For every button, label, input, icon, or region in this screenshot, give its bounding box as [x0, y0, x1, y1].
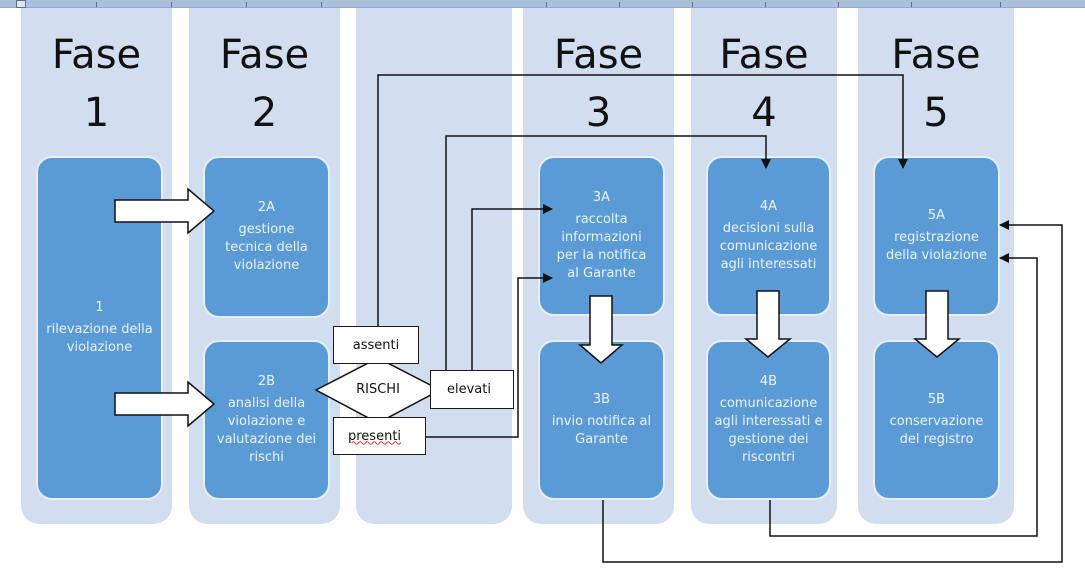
ruler-corner [16, 0, 26, 8]
phase-label: Fase [719, 32, 809, 78]
ruler-tick [321, 2, 322, 7]
outcome-assenti[interactable]: assenti [333, 326, 419, 364]
step-4b[interactable]: 4B comunicazione agli interessati e gest… [706, 340, 831, 500]
step-code: 5B [927, 392, 946, 407]
step-code: 4B [759, 374, 778, 389]
phase-label: Fase [219, 32, 310, 78]
phase-label: Fase [553, 32, 644, 78]
connector-assenti-to-5a [377, 74, 908, 326]
step-text: rilevazione della violazione [46, 322, 153, 355]
phase-number: 2 [251, 90, 278, 136]
step-code: 4A [759, 199, 778, 214]
step-text: invio notifica al Garante [551, 414, 652, 447]
step-text: raccolta informazioni per la notifica al… [556, 212, 647, 281]
step-4a[interactable]: 4A decisioni sulla comunicazione agli in… [706, 156, 831, 316]
step-3b[interactable]: 3B invio notifica al Garante [538, 340, 665, 500]
outcome-label: presenti [348, 428, 402, 444]
step-text: registrazione della violazione [885, 230, 988, 263]
phase-number: 4 [751, 90, 777, 136]
step-code: 2B [257, 374, 276, 389]
block-arrow-3a-to-3b [577, 295, 625, 364]
ruler-tick [546, 2, 547, 7]
step-text: analisi della violazione e valutazione d… [216, 396, 317, 465]
outcome-label: elevati [447, 382, 491, 397]
outcome-presenti[interactable]: presenti [333, 417, 426, 455]
step-text: conservazione del registro [889, 414, 984, 447]
ruler-tick [911, 2, 912, 7]
step-text: decisioni sulla comunicazione agli inter… [719, 221, 818, 272]
ruler-tick [171, 2, 172, 7]
step-text: gestione tecnica della violazione [225, 222, 308, 273]
phase-number: 3 [585, 90, 612, 136]
connector-elevati-to-4a [445, 135, 771, 370]
step-code: 5A [927, 208, 946, 223]
connector-elevati-to-3a [471, 204, 553, 370]
phase-title: Fase 3 [523, 26, 674, 142]
step-code: 2A [257, 200, 276, 215]
ruler-tick [838, 2, 839, 7]
phase-number: 5 [923, 90, 949, 136]
ruler [0, 0, 1085, 8]
step-code: 1 [95, 300, 104, 315]
phase-title: Fase 4 [691, 26, 837, 142]
connector-3b-to-5a [602, 220, 1063, 563]
step-2a[interactable]: 2A gestione tecnica della violazione [203, 156, 330, 318]
phase-title: Fase 2 [189, 26, 340, 142]
decision-label: RISCHI [356, 382, 400, 397]
block-arrow-1-to-2b [114, 380, 216, 428]
phase-label: Fase [51, 32, 142, 78]
ruler-tick [1000, 2, 1001, 7]
outcome-elevati[interactable]: elevati [430, 370, 514, 409]
step-5a[interactable]: 5A registrazione della violazione [873, 156, 1000, 316]
block-arrow-5a-to-5b [912, 290, 962, 358]
step-code: 3B [592, 392, 611, 407]
block-arrow-1-to-2a [114, 187, 216, 235]
phase-title: Fase 1 [21, 26, 172, 142]
ruler-tick [96, 2, 97, 7]
step-3a[interactable]: 3A raccolta informazioni per la notifica… [538, 156, 665, 316]
ruler-tick [619, 2, 620, 7]
ruler-tick [692, 2, 693, 7]
phase-label: Fase [891, 32, 981, 78]
connector-4b-to-5a [769, 253, 1038, 537]
step-5b[interactable]: 5B conservazione del registro [873, 340, 1000, 500]
phase-title: Fase 5 [858, 26, 1014, 142]
block-arrow-4a-to-4b [743, 290, 793, 358]
step-code: 3A [592, 190, 611, 205]
connector-presenti-to-3a [425, 273, 553, 438]
step-text: comunicazione agli interessati e gestion… [714, 396, 823, 465]
ruler-tick [246, 2, 247, 7]
outcome-label: assenti [352, 337, 400, 353]
ruler-tick [765, 2, 766, 7]
phase-number: 1 [83, 90, 110, 136]
step-2b[interactable]: 2B analisi della violazione e valutazion… [203, 340, 330, 500]
